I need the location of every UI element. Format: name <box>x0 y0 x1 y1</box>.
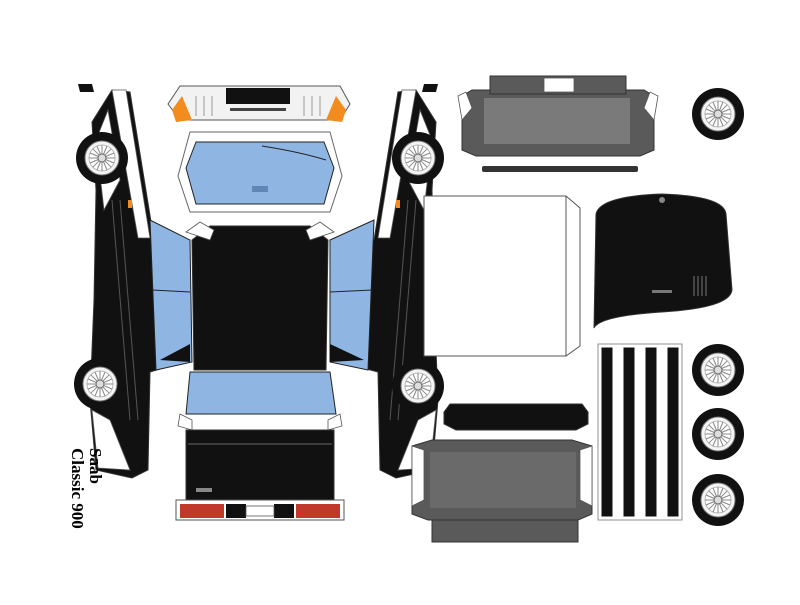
wheel-icon <box>73 357 127 411</box>
rear-bumper-strip <box>457 75 659 172</box>
wheel-icon <box>691 87 745 141</box>
front-grille <box>167 85 351 122</box>
floor-bottom-panel <box>411 403 593 543</box>
wheel-strips <box>597 343 683 521</box>
floor-pan <box>423 195 581 357</box>
roof-and-hood-body <box>175 131 345 521</box>
wheel-icon <box>691 407 745 461</box>
trunk-lid <box>593 193 733 329</box>
left-side-panel <box>73 84 193 479</box>
model-name: Saab <box>86 448 105 484</box>
wheel-icon <box>691 473 745 527</box>
wheel-icon <box>391 131 445 185</box>
wheel-icon <box>391 359 445 413</box>
wheel-icon <box>75 131 129 185</box>
wheel-icon <box>691 343 745 397</box>
model-title: Saab Classic 900 <box>68 448 105 568</box>
model-line: Classic 900 <box>68 448 87 529</box>
